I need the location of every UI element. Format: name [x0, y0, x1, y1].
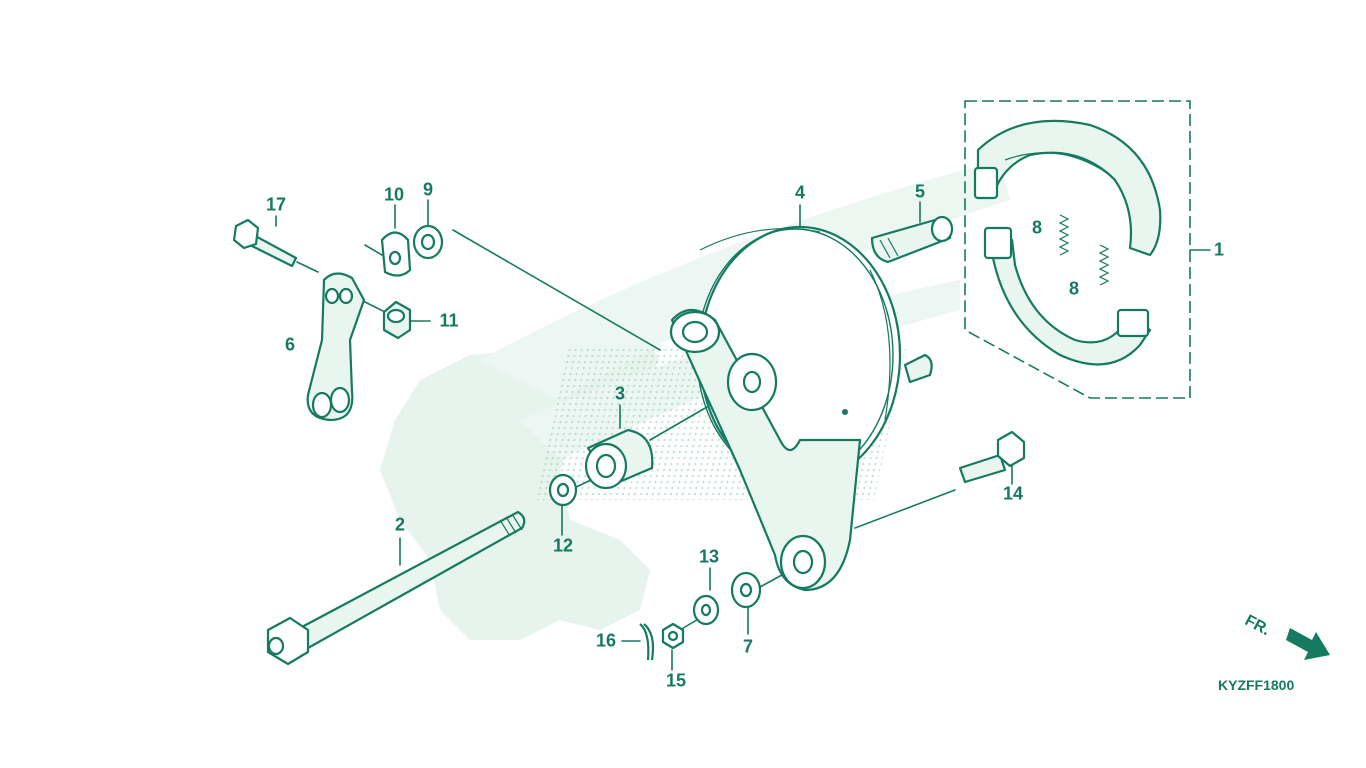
nut-11: [382, 300, 412, 340]
cotter-pin-16: [639, 623, 655, 661]
indicator-plate-10: [380, 231, 412, 277]
callout-7: 7: [742, 636, 754, 657]
brake-shoe-group: [964, 100, 1191, 399]
bolt-14: [958, 430, 1026, 484]
washer-12: [548, 473, 578, 507]
axle: [266, 510, 526, 666]
anchor-pin: [903, 353, 933, 384]
callout-15: 15: [665, 670, 687, 691]
front-direction-arrow: [1286, 628, 1330, 660]
callout-14: 14: [1002, 483, 1024, 504]
washer-13: [692, 594, 720, 626]
nut-15: [661, 622, 685, 650]
spacer-collar: [584, 428, 654, 490]
washer-7: [730, 571, 762, 609]
callout-9: 9: [422, 179, 434, 200]
callout-17: 17: [265, 194, 287, 215]
callout-13: 13: [698, 546, 720, 567]
brake-cam: [870, 215, 954, 264]
brake-panel: [669, 225, 902, 592]
callout-16: 16: [595, 630, 617, 651]
callout-12: 12: [552, 535, 574, 556]
bolt-17: [232, 218, 298, 268]
callout-2: 2: [394, 514, 406, 535]
callout-1: 1: [1213, 239, 1225, 260]
callout-10: 10: [383, 184, 405, 205]
callout-3: 3: [614, 383, 626, 404]
callout-5: 5: [914, 181, 926, 202]
callout-8b: 8: [1068, 278, 1080, 299]
callout-6: 6: [284, 334, 296, 355]
callout-4: 4: [794, 182, 806, 203]
callout-8a: 8: [1031, 217, 1043, 238]
diagram-code: KYZFF1800: [1218, 677, 1295, 693]
brake-arm: [306, 272, 366, 422]
seal-9: [412, 224, 444, 260]
callout-11: 11: [439, 310, 459, 331]
